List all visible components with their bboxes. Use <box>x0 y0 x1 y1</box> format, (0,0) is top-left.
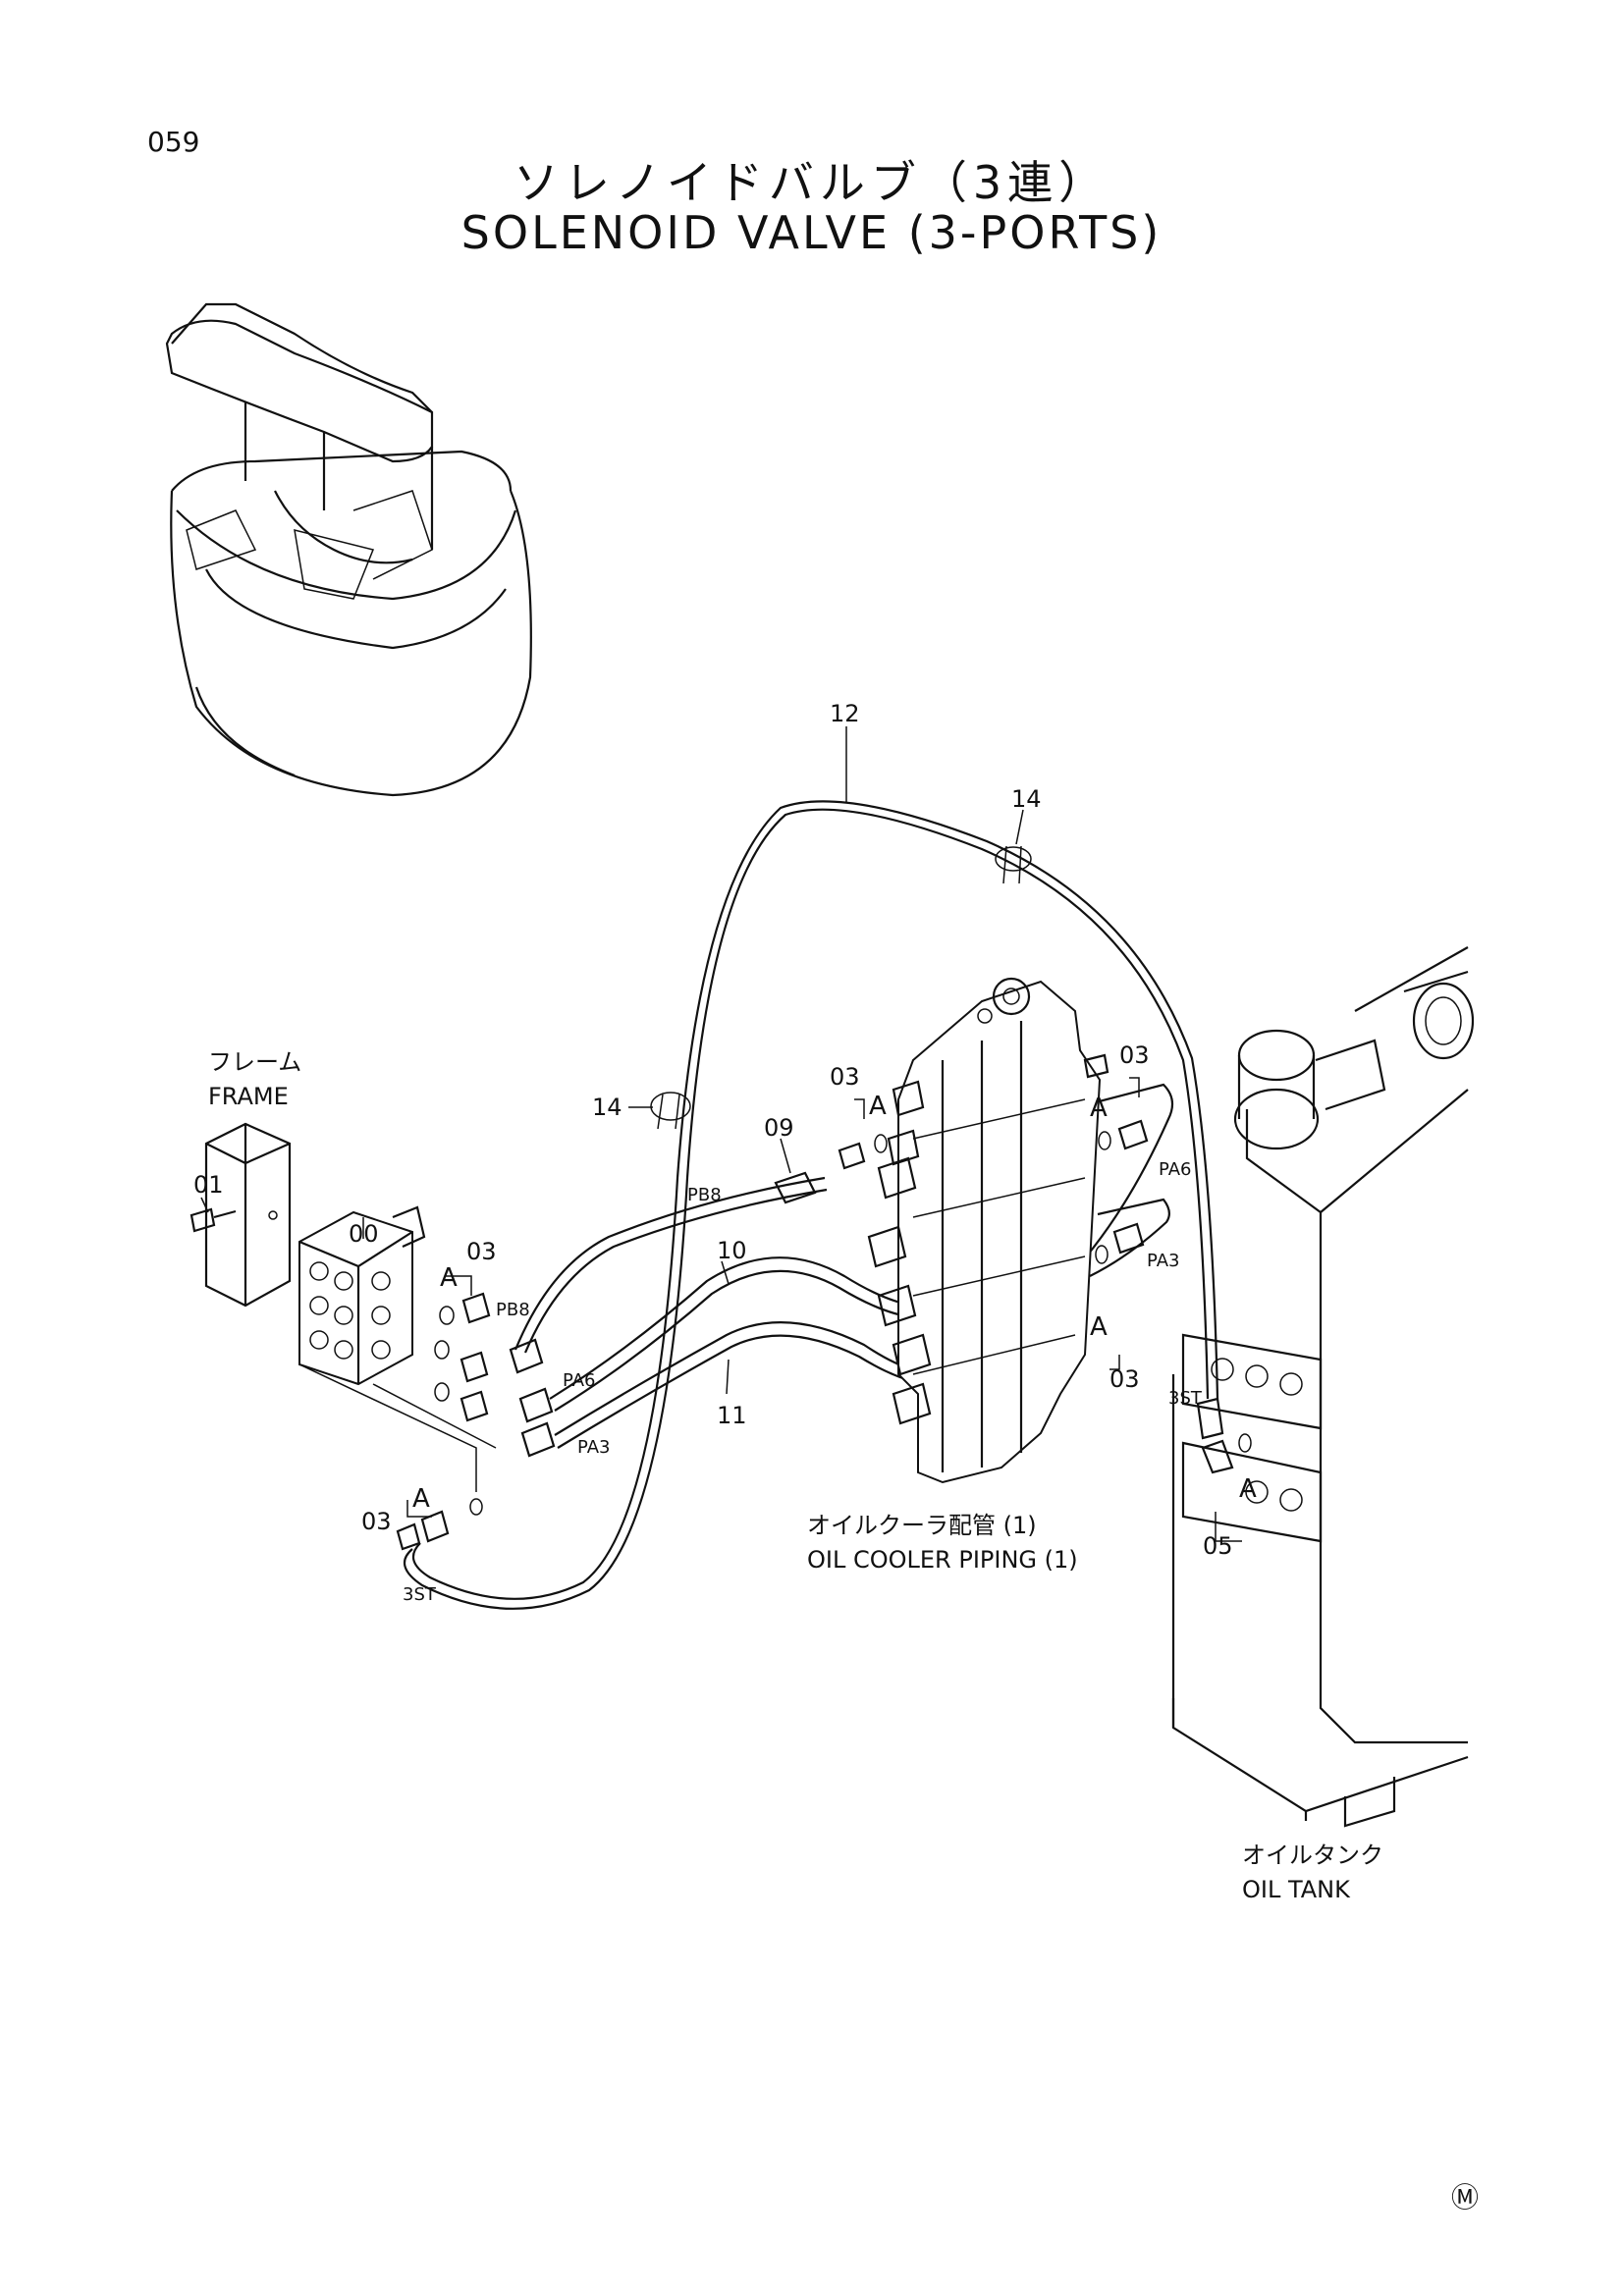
part-number-labels: 12 14 14 09 03 03 03 03 03 00 01 10 11 0… <box>193 700 1233 1560</box>
part-05-label: 05 <box>1203 1532 1233 1560</box>
part-10-label: 10 <box>717 1237 747 1264</box>
port-3st-label-left: 3ST <box>403 1584 437 1605</box>
oil-tank-drawing <box>1171 946 1475 1828</box>
frame-bracket-drawing <box>189 1122 292 1308</box>
part-03-label-center: 03 <box>830 1063 860 1091</box>
frame-label-en: FRAME <box>208 1083 289 1110</box>
port-pb8-label-block: PB8 <box>496 1300 530 1320</box>
solenoid-valve-block-drawing <box>298 1205 497 1492</box>
title-english: SOLENOID VALVE (3-PORTS) <box>460 206 1163 259</box>
component-labels: フレーム FRAME オイルクーラ配管 (1) OIL COOLER PIPIN… <box>208 1048 1383 1903</box>
oil-cooler-label-en: OIL COOLER PIPING (1) <box>807 1546 1078 1574</box>
port-pb8-label-hose: PB8 <box>687 1185 722 1205</box>
excavator-overview-drawing <box>165 302 532 797</box>
title-japanese: ソレノイドバルブ（3連） <box>513 156 1110 209</box>
detail-a-mark: A <box>869 1092 887 1121</box>
detail-a-marks: A A A A A A <box>412 1092 1257 1514</box>
oil-cooler-label-jp: オイルクーラ配管 (1) <box>807 1512 1037 1539</box>
part-03-label-block: 03 <box>466 1238 497 1265</box>
detail-a-mark: A <box>440 1263 458 1293</box>
part-09-label: 09 <box>764 1114 794 1142</box>
part-03-label-right-lower: 03 <box>1109 1365 1140 1393</box>
port-pa3-label-right: PA3 <box>1147 1251 1179 1271</box>
detail-a-mark: A <box>1090 1094 1108 1123</box>
part-14-label-upper: 14 <box>1011 785 1042 813</box>
oil-tank-label-jp: オイルタンク <box>1242 1842 1383 1869</box>
port-3st-label-right: 3ST <box>1168 1388 1203 1409</box>
part-03-label-bottom: 03 <box>361 1508 392 1535</box>
control-valve-drawing <box>838 977 1109 1484</box>
page-number: 059 <box>147 126 200 158</box>
port-pa6-label-block: PA6 <box>563 1370 595 1391</box>
part-01-label: 01 <box>193 1171 224 1199</box>
m-mark-symbol: Ⓜ <box>1451 2181 1479 2214</box>
hoses-drawing <box>403 800 1219 1610</box>
fittings-right-drawing <box>1095 1119 1252 1474</box>
port-labels: PB8 PB8 PA6 PA6 PA3 PA3 3ST 3ST <box>403 1159 1203 1605</box>
detail-a-mark: A <box>412 1484 430 1514</box>
detail-a-mark: A <box>1090 1312 1108 1342</box>
detail-a-mark: A <box>1239 1474 1257 1504</box>
leader-lines <box>200 726 1242 1542</box>
port-pa3-label-block: PA3 <box>577 1437 610 1458</box>
fittings-left-drawing <box>396 1292 556 1551</box>
part-14-label-lower: 14 <box>592 1094 622 1121</box>
part-00-label: 00 <box>349 1220 379 1248</box>
part-11-label: 11 <box>717 1402 747 1429</box>
frame-label-jp: フレーム <box>208 1048 301 1076</box>
part-12-label: 12 <box>830 700 860 727</box>
oil-tank-label-en: OIL TANK <box>1242 1876 1351 1903</box>
part-03-label-right-upper: 03 <box>1119 1041 1150 1069</box>
clamps-drawing <box>650 845 1032 1130</box>
port-pa6-label-right: PA6 <box>1159 1159 1191 1180</box>
